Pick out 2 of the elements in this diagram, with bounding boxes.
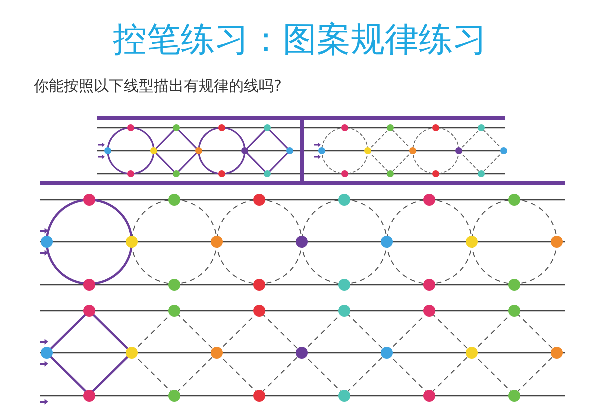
instruction-text: 你能按照以下线型描出有规律的线吗? — [34, 76, 282, 96]
title: 控笔练习：图案规律练习 — [113, 20, 487, 60]
